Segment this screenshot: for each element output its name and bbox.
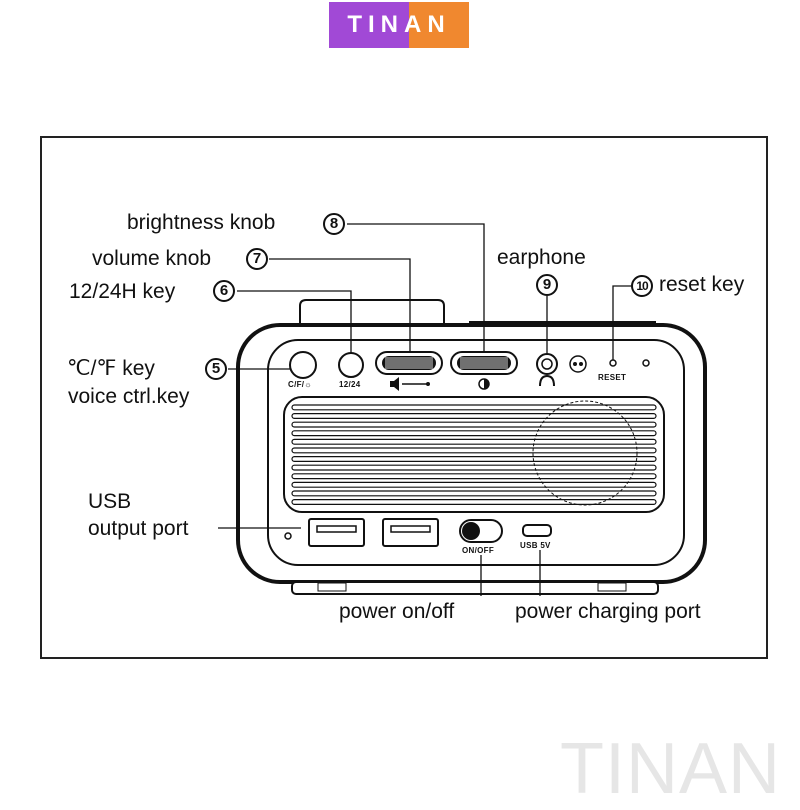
cf-key-marking: C/F/☼ [288,380,312,389]
diagram-frame [40,136,768,659]
voice-ctrl-label: voice ctrl.key [68,385,190,408]
usb-5v-marking: USB 5V [520,541,551,550]
volume-knob-label: volume knob [92,247,212,270]
brightness-number-badge: 8 [323,213,345,235]
on-off-marking: ON/OFF [462,546,495,555]
volume-number-badge: 7 [246,248,268,270]
usb-label: USB [88,490,132,513]
brightness-knob-label: brightness knob [127,211,276,234]
charging-port-label: power charging port [515,600,701,623]
usb-output-port-label: output port [88,517,189,540]
earphone-number-badge: 9 [536,274,558,296]
brightness-knob-illustration [450,351,518,375]
temp-key-number-badge: 5 [205,358,227,380]
hour-key-marking: 12/24 [339,380,361,389]
reset-key-label: reset key [659,273,745,296]
brand-watermark: TINAN [560,729,781,809]
hour-mode-number-badge: 6 [213,280,235,302]
brand-logo: TINAN [329,2,469,48]
hour-mode-label: 12/24H key [69,280,176,303]
reset-number-badge: 10 [631,275,653,297]
reset-marking: RESET [598,373,627,382]
temp-key-label: ℃/℉ key [67,357,155,380]
earphone-label: earphone [497,246,586,269]
brand-logo-text: TINAN [347,11,451,38]
volume-knob-illustration [375,351,443,375]
power-switch-label: power on/off [339,600,455,623]
